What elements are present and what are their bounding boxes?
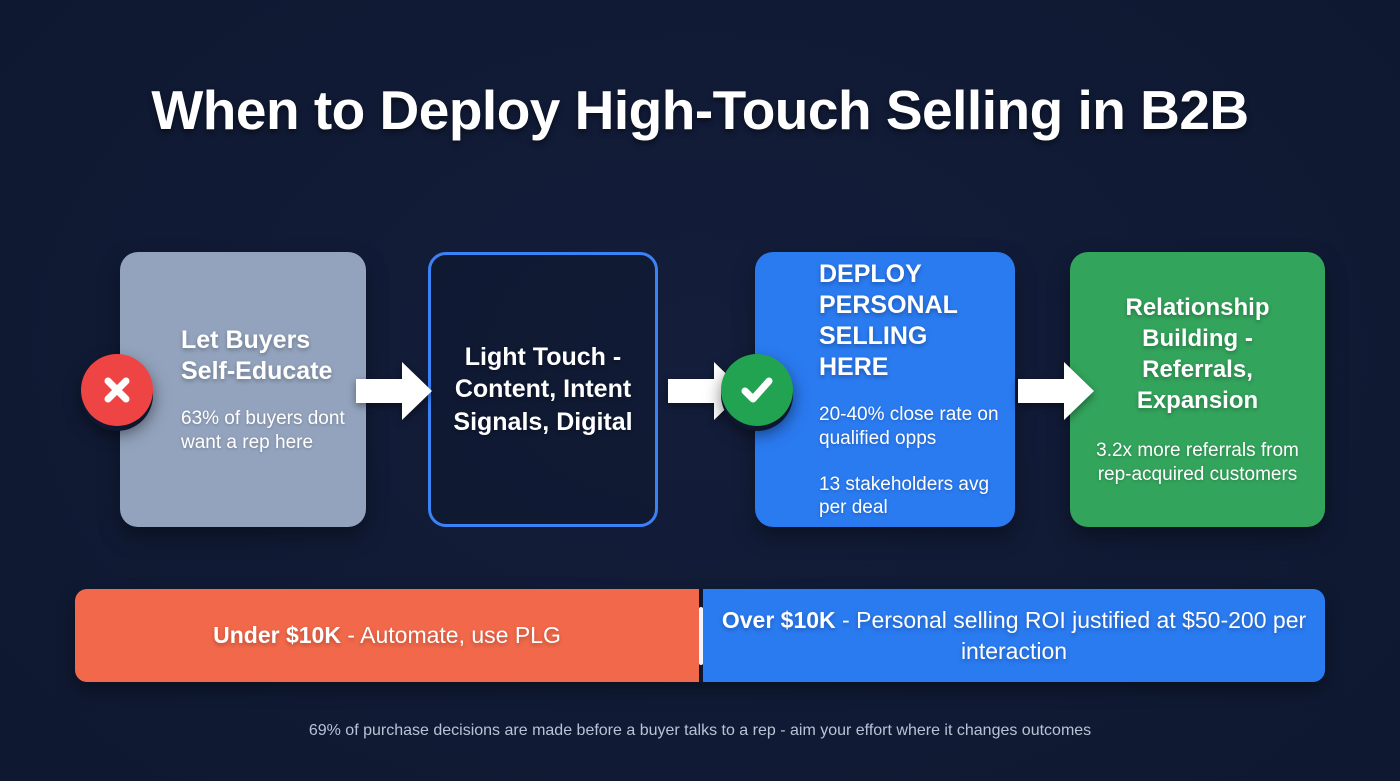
stage-3-heading: DEPLOY PERSONAL SELLING HERE bbox=[819, 259, 958, 381]
stage-card-relationship-building: Relationship Building - Referrals, Expan… bbox=[1070, 252, 1325, 527]
deal-size-bar-over-10k-rest: - Personal selling ROI justified at $50-… bbox=[835, 606, 1307, 664]
arrow-stage-3-to-4 bbox=[1018, 360, 1094, 427]
arrow-stage-1-to-2 bbox=[356, 360, 432, 427]
stage-4-heading: Relationship Building - Referrals, Expan… bbox=[1125, 293, 1270, 415]
stage-card-light-touch: Light Touch - Content, Intent Signals, D… bbox=[428, 252, 658, 527]
deal-size-bar-under-10k-bold: Under $10K bbox=[213, 622, 341, 649]
stage-1-heading: Let Buyers Self-Educate bbox=[181, 325, 352, 387]
stage-1-stat-1: 63% of buyers dont want a rep here bbox=[181, 407, 345, 453]
stage-2-heading: Light Touch - Content, Intent Signals, D… bbox=[453, 342, 633, 436]
x-icon bbox=[81, 354, 153, 426]
deal-size-bar-over-10k-bold: Over $10K bbox=[721, 606, 836, 633]
deal-size-bar: Under $10K - Automate, use PLG Over $10K… bbox=[75, 589, 1325, 682]
stage-1-heading-line-2: Self-Educate bbox=[181, 356, 333, 385]
stage-card-self-educate: Let Buyers Self-Educate 63% of buyers do… bbox=[120, 252, 366, 527]
stage-3-stat-1: 20-40% close rate on qualified opps bbox=[819, 403, 999, 449]
deal-size-bar-under-10k-rest: - Automate, use PLG bbox=[340, 622, 561, 649]
deal-size-bar-over-10k-text: Over $10K - Personal selling ROI justifi… bbox=[721, 605, 1307, 667]
deal-size-bar-under-10k: Under $10K - Automate, use PLG bbox=[75, 589, 699, 682]
deal-size-bar-over-10k: Over $10K - Personal selling ROI justifi… bbox=[703, 589, 1325, 682]
page-title: When to Deploy High-Touch Selling in B2B bbox=[151, 79, 1249, 141]
stage-3-stat-2: 13 stakeholders avg per deal bbox=[819, 473, 990, 519]
footer-note: 69% of purchase decisions are made befor… bbox=[308, 722, 1092, 739]
stage-1-heading-line-1: Let Buyers bbox=[181, 325, 311, 354]
stage-4-stat-1: 3.2x more referrals from rep-acquired cu… bbox=[1096, 439, 1299, 485]
check-icon bbox=[721, 354, 793, 426]
deal-size-bar-under-10k-text: Under $10K - Automate, use PLG bbox=[213, 620, 561, 651]
deal-size-bar-divider bbox=[699, 589, 703, 682]
stage-card-personal-selling: DEPLOY PERSONAL SELLING HERE 20-40% clos… bbox=[755, 252, 1015, 527]
